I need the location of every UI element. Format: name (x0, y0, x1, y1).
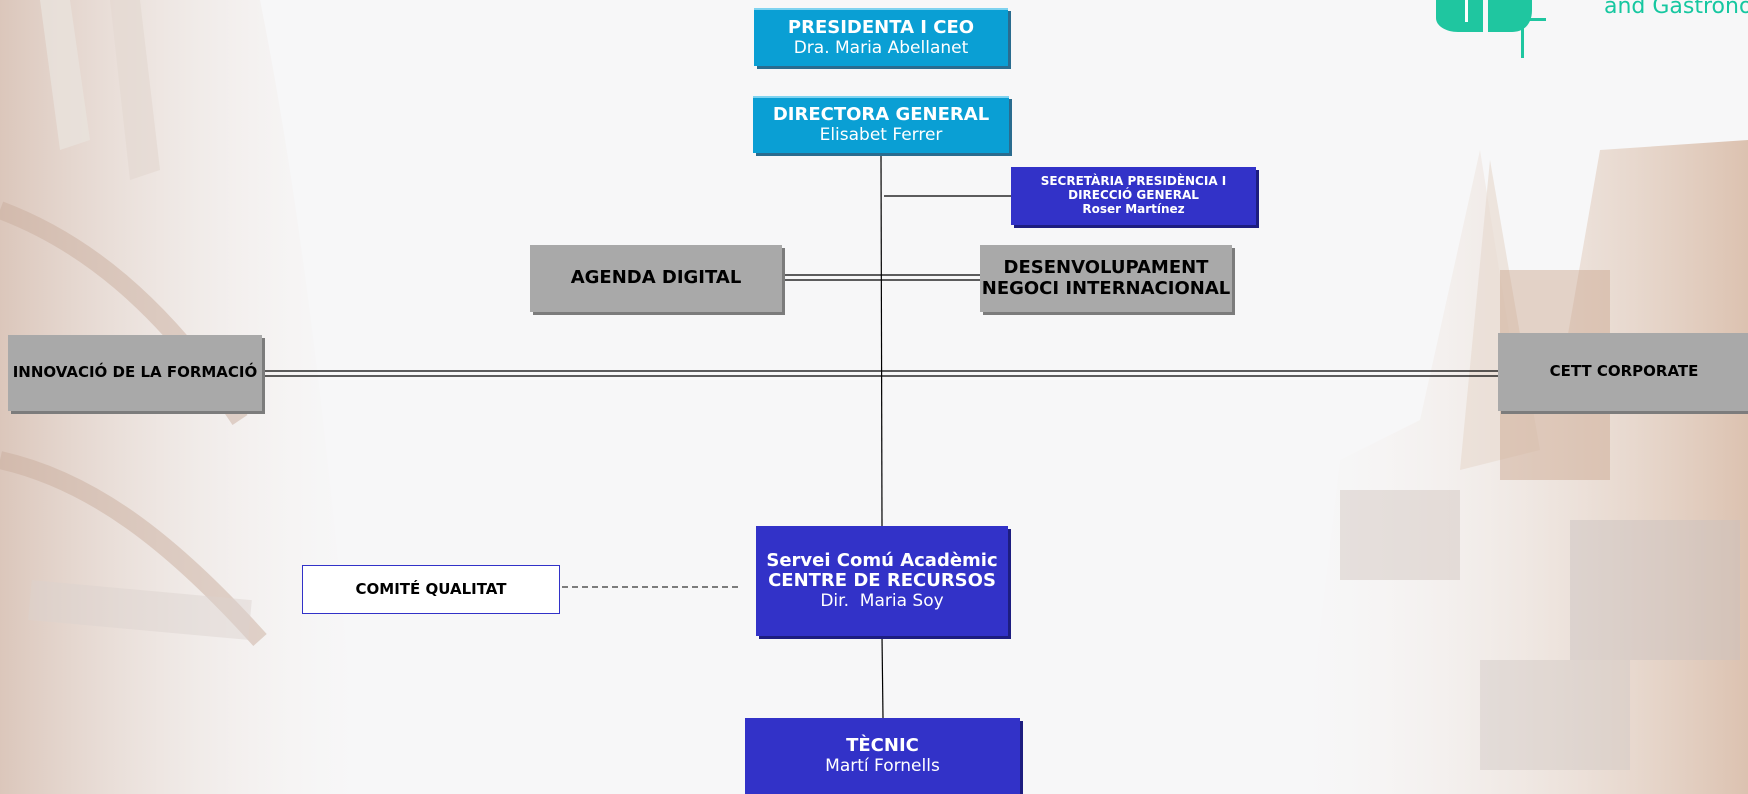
logo-mark-icon (1436, 0, 1546, 58)
innovacio-label: INNOVACIÓ DE LA FORMACIÓ (12, 363, 258, 382)
cett-corporate-label: CETT CORPORATE (1549, 362, 1699, 381)
secretary-box: SECRETÀRIA PRESIDÈNCIA I DIRECCIÓ GENERA… (1011, 167, 1256, 225)
centre-recursos-box: Servei Comú Acadèmic CENTRE DE RECURSOS … (756, 526, 1008, 636)
logo-text: and Gastronom (1604, 0, 1748, 19)
president-box: PRESIDENTA I CEO Dra. Maria Abellanet (754, 8, 1008, 66)
international-box: DESENVOLUPAMENT NEGOCI INTERNACIONAL (980, 245, 1232, 312)
innovacio-box: INNOVACIÓ DE LA FORMACIÓ (8, 335, 262, 411)
international-line1: DESENVOLUPAMENT (1003, 256, 1209, 278)
president-role: PRESIDENTA I CEO (787, 16, 975, 38)
centre-recursos-line2: CENTRE DE RECURSOS (768, 570, 996, 592)
agenda-digital-label: AGENDA DIGITAL (570, 267, 742, 289)
comite-qualitat-box: COMITÉ QUALITAT (302, 565, 560, 614)
secretary-name: Roser Martínez (1082, 201, 1185, 216)
director-general-role: DIRECTORA GENERAL (772, 104, 990, 126)
tecnic-role: TÈCNIC (846, 734, 919, 756)
secretary-line1: SECRETÀRIA PRESIDÈNCIA I (1040, 174, 1227, 189)
cett-logo: and Gastronom (1428, 0, 1748, 70)
secretary-line2: DIRECCIÓ GENERAL (1068, 188, 1199, 203)
tecnic-box: TÈCNIC Martí Fornells (745, 718, 1020, 794)
director-general-box: DIRECTORA GENERAL Elisabet Ferrer (753, 96, 1009, 153)
director-general-name: Elisabet Ferrer (819, 125, 943, 146)
centre-recursos-name: Dir. Maria Soy (820, 590, 944, 611)
president-name: Dra. Maria Abellanet (793, 37, 969, 58)
international-line2: NEGOCI INTERNACIONAL (981, 277, 1231, 299)
centre-recursos-line1: Servei Comú Acadèmic (766, 549, 998, 571)
comite-qualitat-label: COMITÉ QUALITAT (355, 579, 507, 598)
tecnic-name: Martí Fornells (825, 755, 940, 776)
cett-corporate-box: CETT CORPORATE (1498, 333, 1748, 411)
agenda-digital-box: AGENDA DIGITAL (530, 245, 782, 312)
